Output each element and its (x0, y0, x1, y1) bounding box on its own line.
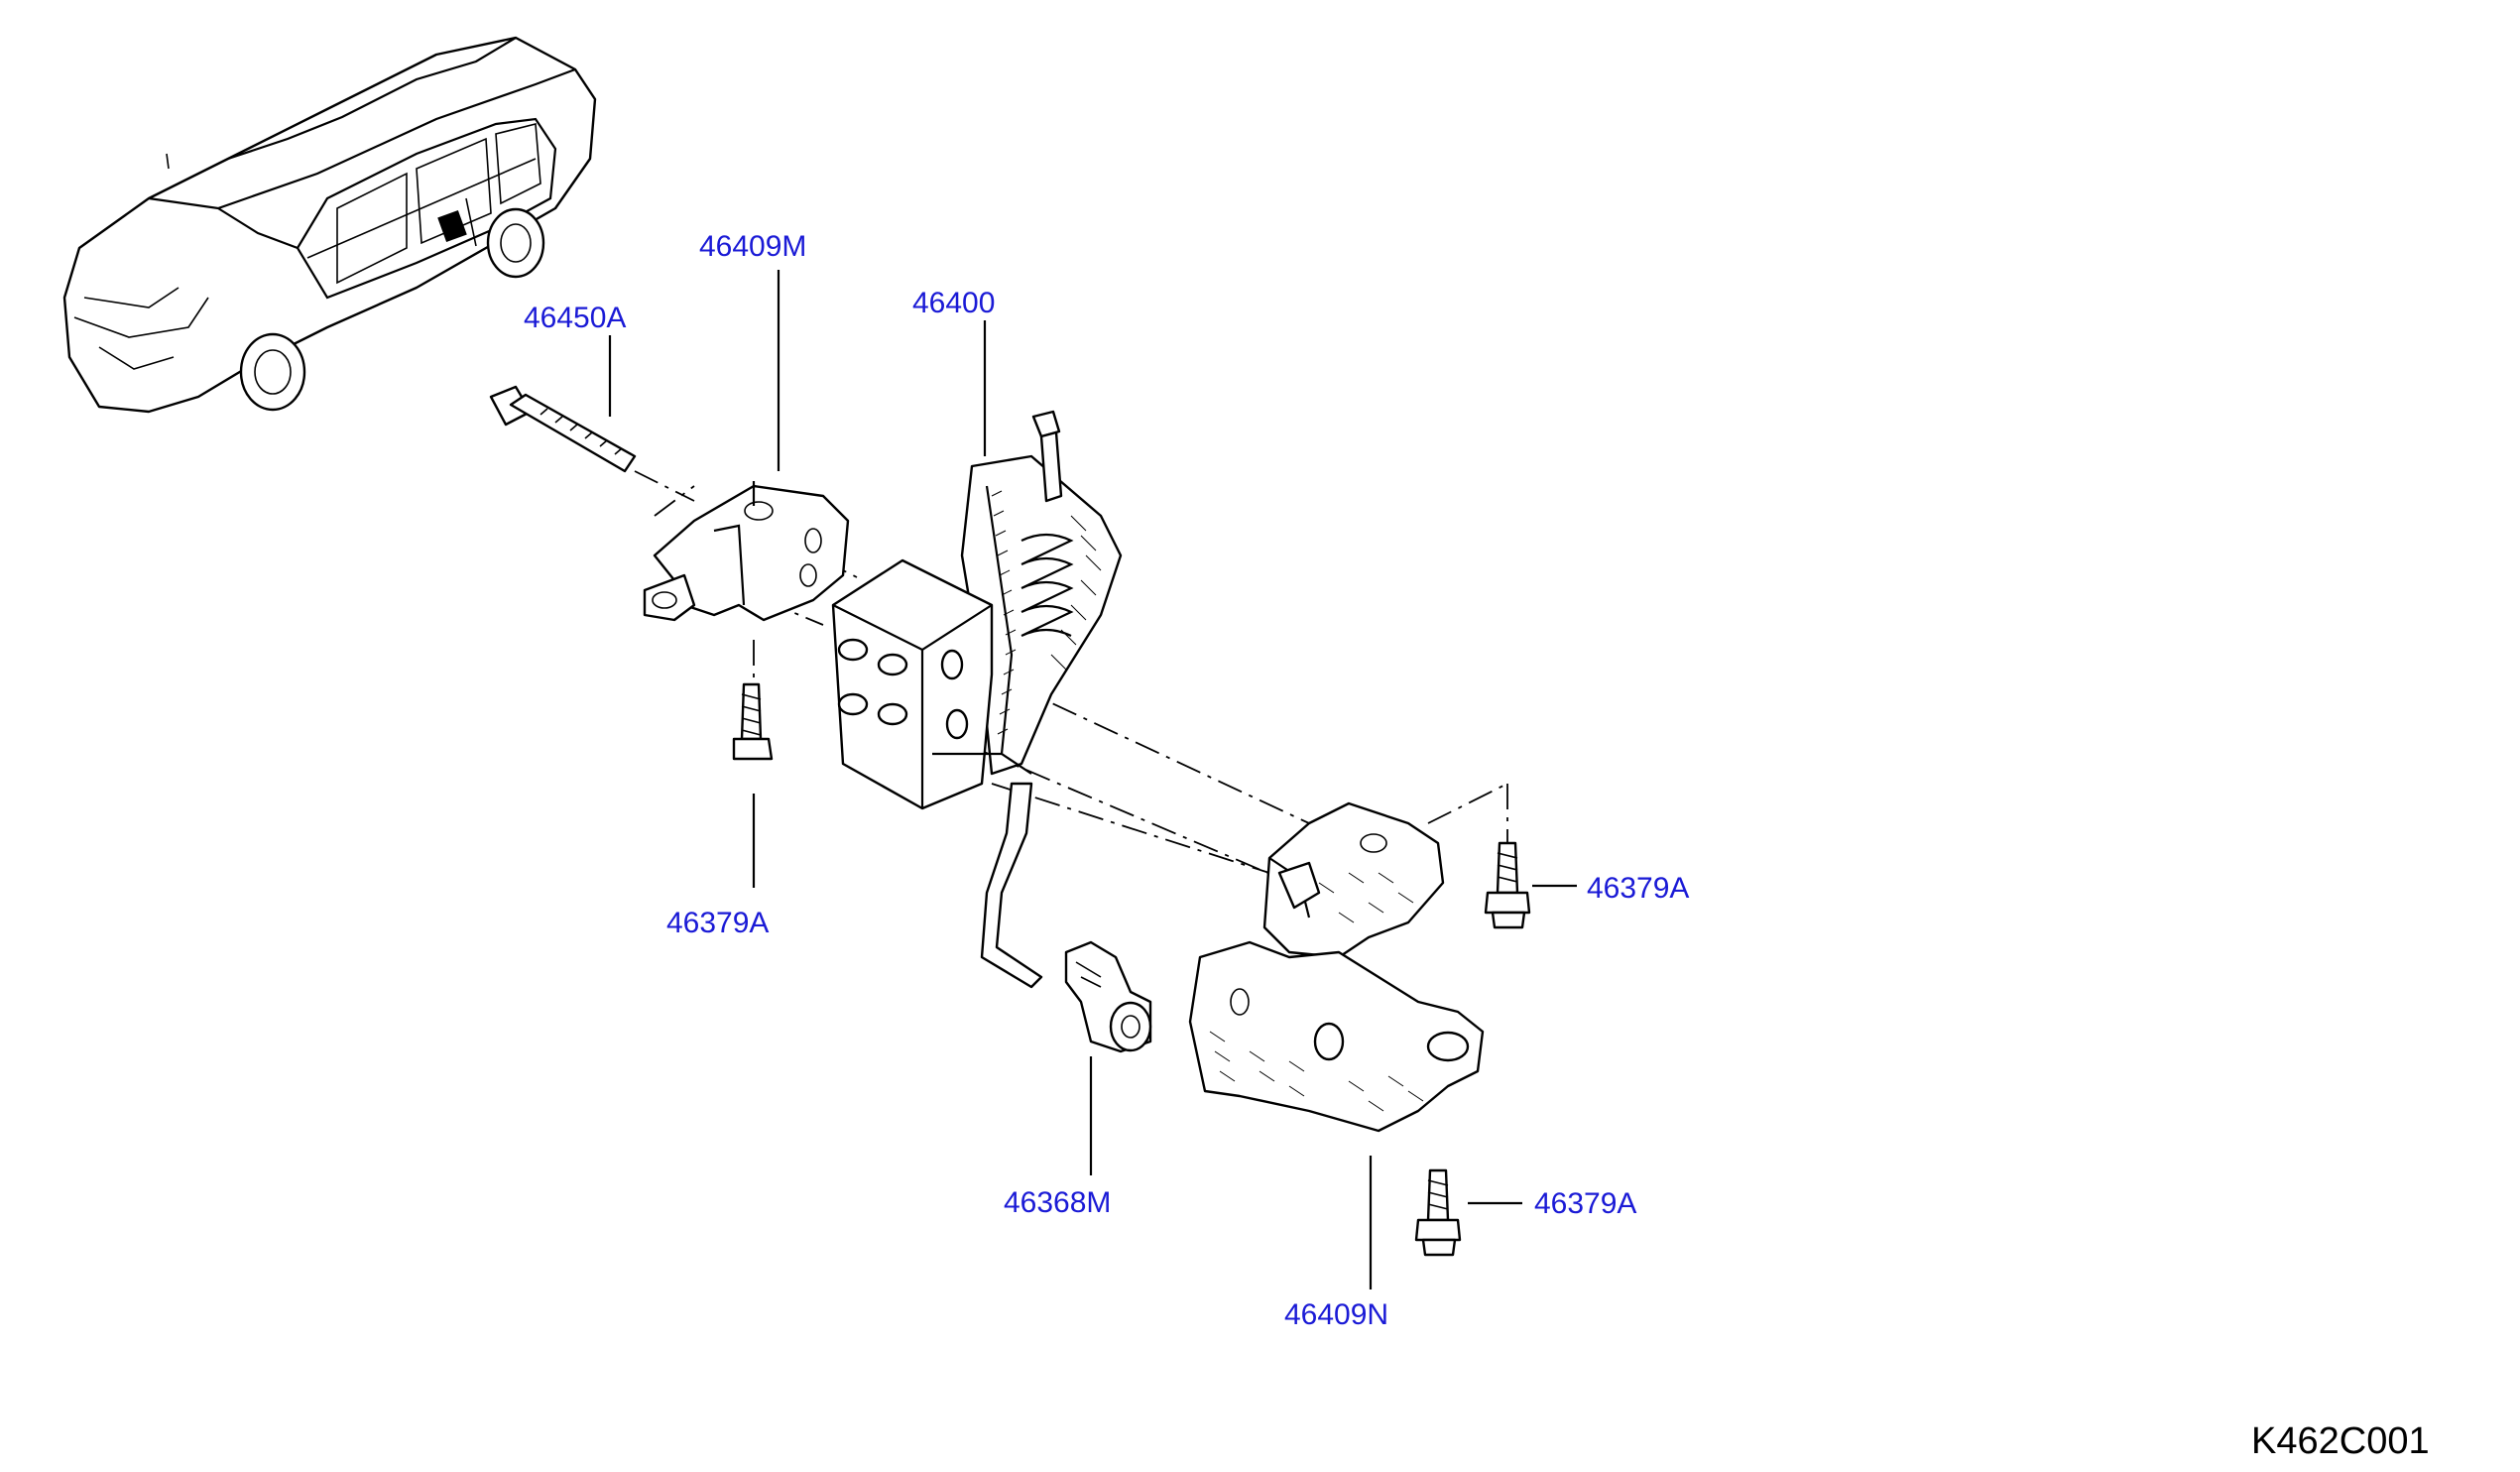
callout-46450a: 46450A (524, 302, 626, 334)
door-hinge-bracket-46409n (1188, 801, 1485, 1133)
callout-46400: 46400 (912, 287, 995, 319)
callout-labels: 46409M 46450A 46400 46379A 46379A 46368M… (524, 230, 1689, 1331)
bolt-46379a-left (732, 682, 774, 761)
callout-46379a-upper-right: 46379A (1587, 872, 1689, 905)
bolt-46450a (489, 385, 637, 473)
leader-lines (608, 270, 1577, 1289)
door-check-stopper-46368m (1064, 940, 1152, 1053)
callout-46379a-lower-right: 46379A (1534, 1187, 1636, 1220)
diagram-code: K462C001 (2251, 1420, 2430, 1462)
callout-46409n: 46409N (1284, 1298, 1388, 1331)
callout-46368m: 46368M (1004, 1186, 1111, 1219)
door-hinge-bracket-46409m (643, 481, 850, 622)
bolt-46379a-upper-right (1484, 841, 1531, 929)
bolt-46379a-lower-right (1414, 1168, 1462, 1257)
callout-46409m: 46409M (699, 230, 806, 263)
vehicle-locator-illustration (62, 36, 597, 414)
door-check-link-46400 (831, 410, 1123, 989)
callout-46379a-left: 46379A (666, 907, 769, 939)
